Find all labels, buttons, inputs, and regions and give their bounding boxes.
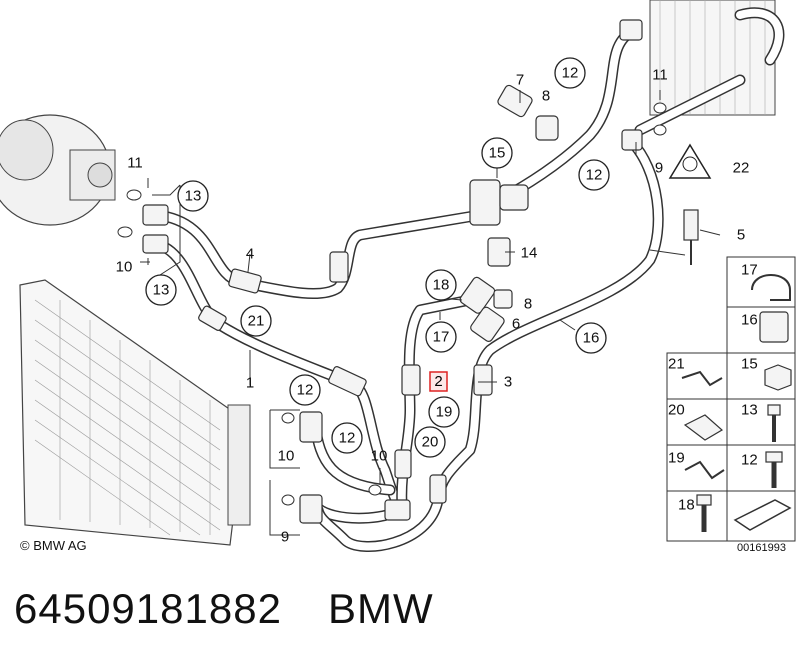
svg-text:16: 16: [583, 330, 600, 347]
compressor: [0, 114, 116, 226]
svg-text:17: 17: [741, 262, 758, 279]
parts-diagram: 13 13 21 12 12 12 12 15 18 17 16 19 20 1…: [0, 0, 796, 552]
svg-text:12: 12: [586, 167, 603, 184]
footer: 64509181882 BMW: [14, 585, 434, 633]
svg-text:2: 2: [434, 373, 442, 390]
label-22: 22: [733, 160, 750, 177]
svg-text:12: 12: [562, 65, 579, 82]
label-11a: 11: [127, 155, 143, 172]
label-7: 7: [516, 72, 524, 89]
highlighted-label-2[interactable]: 2: [429, 371, 448, 392]
svg-text:18: 18: [433, 277, 450, 294]
callout-12-mid: 12: [331, 422, 363, 454]
label-6: 6: [512, 316, 520, 333]
brand-name: BMW: [327, 585, 434, 632]
svg-text:13: 13: [153, 282, 170, 299]
callout-18: 18: [425, 269, 457, 301]
callout-12-left: 12: [289, 374, 321, 406]
svg-text:18: 18: [678, 497, 695, 514]
callout-20: 20: [414, 426, 446, 458]
document-number: 00161993: [737, 542, 786, 554]
arrow-icon: [733, 499, 792, 531]
callout-16: 16: [575, 322, 607, 354]
label-5: 5: [737, 227, 745, 244]
svg-text:12: 12: [339, 430, 356, 447]
callout-13b: 13: [145, 274, 177, 306]
callout-15: 15: [481, 137, 513, 169]
svg-text:15: 15: [741, 356, 758, 373]
copyright-text: © BMW AG: [20, 538, 87, 553]
label-10a: 10: [116, 259, 133, 276]
svg-text:21: 21: [248, 313, 265, 330]
svg-text:21: 21: [668, 356, 685, 373]
label-10c: 10: [371, 448, 388, 465]
label-8b: 8: [524, 296, 532, 313]
label-10b: 10: [278, 448, 295, 465]
label-3: 3: [504, 374, 512, 391]
svg-text:13: 13: [741, 402, 758, 419]
svg-text:19: 19: [436, 404, 453, 421]
svg-text:20: 20: [422, 434, 439, 451]
svg-text:20: 20: [668, 402, 685, 419]
svg-text:15: 15: [489, 145, 506, 162]
svg-text:16: 16: [741, 312, 758, 329]
svg-text:12: 12: [297, 382, 314, 399]
svg-text:17: 17: [433, 329, 450, 346]
label-9a: 9: [281, 529, 289, 546]
label-9b: 9: [655, 160, 663, 177]
condenser: [19, 279, 251, 546]
parts-legend: 17 16 21 15 20 13 19 12 18: [666, 256, 796, 542]
fittings: [117, 19, 712, 524]
label-11b: 11: [652, 67, 668, 84]
label-14: 14: [521, 245, 538, 262]
callout-12-right: 12: [578, 159, 610, 191]
part-number: 64509181882: [14, 585, 282, 632]
callout-13a: 13: [177, 180, 209, 212]
label-4: 4: [246, 246, 254, 263]
callout-21: 21: [240, 305, 272, 337]
callout-12-top: 12: [554, 57, 586, 89]
callout-17: 17: [425, 321, 457, 353]
label-1: 1: [246, 375, 254, 392]
callout-19: 19: [428, 396, 460, 428]
label-8a: 8: [542, 88, 550, 105]
plain-labels: 11 10 4 1 10 9 10 3 8 6 14 7 8 11 9 22 5: [116, 67, 750, 546]
svg-text:13: 13: [185, 188, 202, 205]
svg-text:12: 12: [741, 452, 758, 469]
svg-text:19: 19: [668, 450, 685, 467]
